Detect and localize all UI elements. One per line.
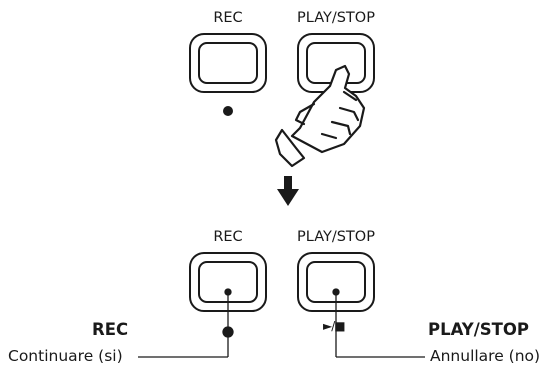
- down-arrow-icon: [277, 176, 299, 206]
- rec-callout-action: Continuare (si): [8, 347, 123, 365]
- play-stop-symbol: ►/■: [323, 319, 346, 333]
- top-rec-label: REC: [213, 10, 243, 26]
- rec-callout-line: [138, 288, 234, 358]
- play-stop-callout-line: [332, 288, 425, 358]
- bottom-rec-label: REC: [213, 229, 243, 245]
- rec-callout-title: REC: [92, 320, 129, 339]
- play-stop-callout-title: PLAY/STOP: [428, 320, 530, 339]
- top-rec-led: [223, 106, 233, 116]
- hand-icon: [274, 64, 366, 168]
- bottom-play-stop-label: PLAY/STOP: [297, 229, 375, 245]
- play-stop-callout-action: Annullare (no): [430, 347, 541, 365]
- top-rec-button: [189, 33, 267, 93]
- top-play-stop-label: PLAY/STOP: [297, 10, 375, 26]
